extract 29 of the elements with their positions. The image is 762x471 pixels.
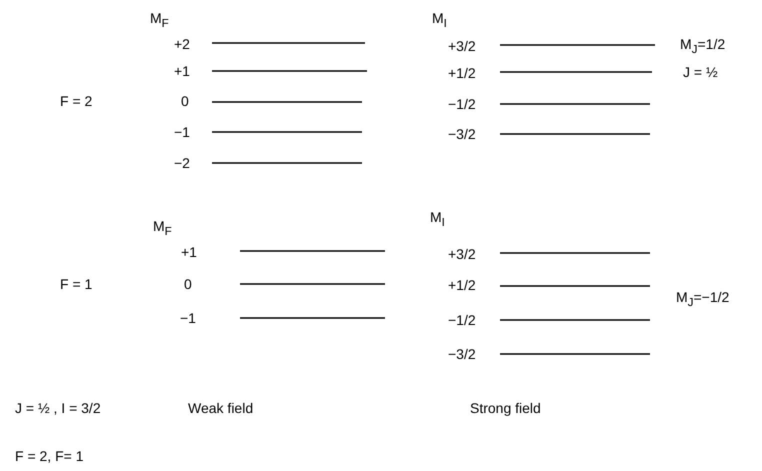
quantum-number-label: M$_{J}$=1/2 [680, 36, 726, 58]
level-value: +3/2 [448, 246, 476, 262]
level-value: +1/2 [448, 277, 476, 293]
level-value: −2 [174, 155, 190, 171]
level-value: −1 [174, 124, 190, 140]
quantum-number-symbol: M$_{F}$ [150, 10, 169, 32]
quantum-number-symbol: M$_{I}$ [432, 10, 447, 32]
level-value: 0 [184, 276, 192, 292]
field-label: Weak field [188, 400, 254, 416]
level-value: −3/2 [448, 126, 476, 142]
level-value: +1 [181, 244, 197, 260]
level-value: +1/2 [448, 65, 476, 81]
quantum-number-symbol: M$_{I}$ [430, 209, 445, 231]
level-value: +2 [174, 36, 190, 52]
field-label: Strong field [470, 400, 541, 416]
level-value: +3/2 [448, 38, 476, 54]
quantum-number-note: J = ½ , I = 3/2 [15, 400, 101, 416]
level-value: −1 [180, 310, 196, 326]
level-value: −1/2 [448, 96, 476, 112]
quantum-number-label: M$_{J}$=−1/2 [676, 289, 730, 311]
level-group-label: F = 2 [60, 93, 92, 109]
quantum-number-note: F = 2, F= 1 [15, 448, 84, 464]
quantum-number-symbol: M$_{F}$ [153, 218, 172, 240]
quantum-number-label: J = ½ [683, 64, 718, 80]
level-value: +1 [174, 63, 190, 79]
level-value: −1/2 [448, 312, 476, 328]
level-value: −3/2 [448, 346, 476, 362]
level-group-label: F = 1 [60, 276, 92, 292]
level-value: 0 [181, 93, 189, 109]
